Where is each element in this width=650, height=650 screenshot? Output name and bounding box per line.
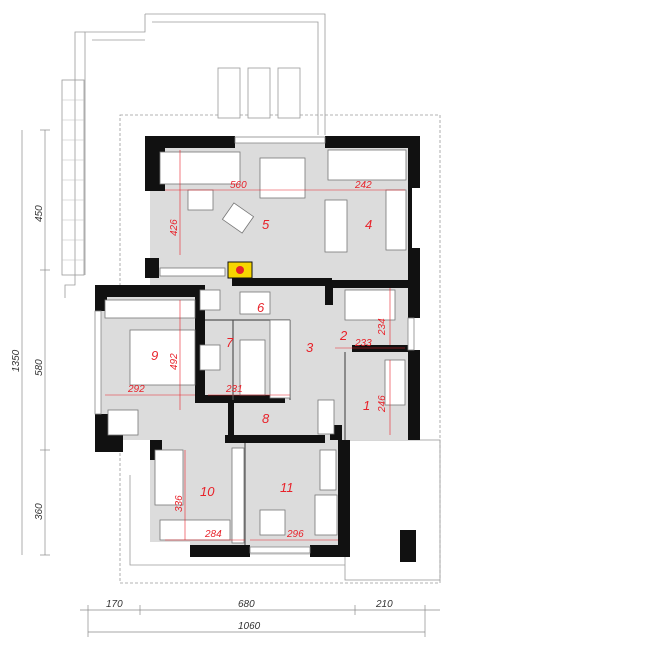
room-number-6: 6 — [257, 300, 265, 315]
interior-dimension-lines — [105, 150, 405, 541]
terrace-chairs — [217, 67, 301, 119]
room-number-9: 9 — [151, 348, 158, 363]
dim-kitchen-width: 242 — [354, 180, 372, 191]
dim-room10-depth: 336 — [174, 495, 185, 512]
dim-bottom-total: 1060 — [238, 621, 261, 632]
room-number-11: 11 — [280, 480, 294, 495]
room-number-8: 8 — [262, 411, 270, 426]
dim-room9-width: 292 — [127, 384, 145, 395]
room-number-5: 5 — [262, 217, 270, 232]
dim-room2-depth: 234 — [377, 318, 388, 336]
room-number-3: 3 — [306, 340, 314, 355]
dim-room7-width: 231 — [225, 384, 243, 395]
fireplace — [227, 261, 253, 279]
dim-bottom-mid: 680 — [238, 599, 255, 610]
furniture — [104, 149, 407, 544]
stair-lines — [62, 99, 84, 261]
room-number-7: 7 — [226, 335, 234, 350]
dim-room10-width: 284 — [204, 529, 222, 540]
room-number-2: 2 — [339, 328, 348, 343]
dim-bottom-right: 210 — [375, 599, 393, 610]
dim-room1-depth: 246 — [377, 395, 388, 413]
room-number-10: 10 — [200, 484, 215, 499]
dim-left-bottom: 360 — [34, 503, 45, 520]
dim-room2-width: 233 — [354, 338, 372, 349]
windows — [94, 136, 415, 554]
armchair — [221, 202, 255, 234]
dimension-lines — [21, 129, 440, 637]
room-number-1: 1 — [363, 398, 370, 413]
dim-bottom-left: 170 — [106, 599, 123, 610]
dim-left-mid: 580 — [34, 359, 45, 376]
dim-living-depth: 426 — [169, 219, 180, 236]
dim-left-top: 450 — [34, 205, 45, 222]
dim-room9-depth: 492 — [169, 353, 180, 370]
dim-room11-width: 296 — [286, 529, 304, 540]
room-number-4: 4 — [365, 217, 372, 232]
dim-left-total: 1350 — [11, 349, 22, 372]
dim-living-width: 560 — [230, 180, 247, 191]
